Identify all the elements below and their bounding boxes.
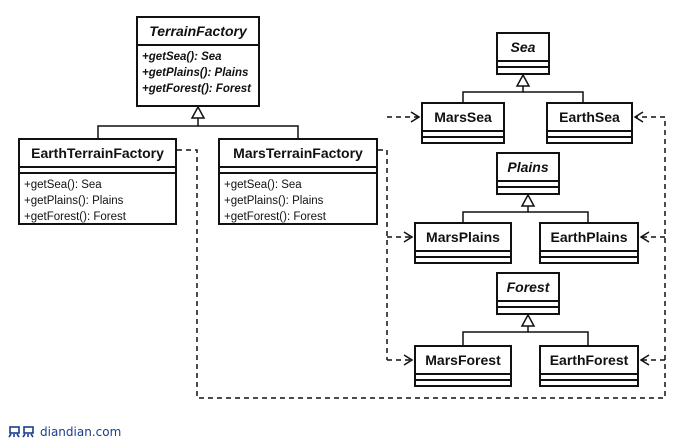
operation: +getSea(): Sea	[142, 51, 222, 63]
class-name: EarthTerrainFactory	[31, 145, 164, 161]
operation: +getSea(): Sea	[24, 179, 102, 191]
class-mars-sea: MarsSea	[421, 102, 505, 144]
class-earth-sea: EarthSea	[546, 102, 633, 144]
operations-compartment	[498, 186, 558, 188]
operations-compartment	[498, 306, 558, 308]
operation: +getPlains(): Plains	[24, 195, 124, 207]
class-terrain-factory: TerrainFactory +getSea(): Sea +getPlains…	[136, 16, 260, 107]
generalization-mars-forest	[462, 323, 529, 345]
class-name: MarsSea	[434, 109, 492, 125]
operations-compartment	[548, 136, 631, 138]
generalization-earth-factory	[97, 115, 199, 138]
attributes-compartment	[498, 60, 548, 66]
inheritance-arrowhead	[520, 193, 536, 207]
operations-compartment: +getSea(): Sea +getPlains(): Plains +get…	[220, 172, 376, 227]
inheritance-arrowhead	[515, 73, 531, 87]
attributes-compartment	[541, 373, 637, 379]
operation: +getPlains(): Plains	[224, 195, 324, 207]
inheritance-arrowhead	[520, 313, 536, 327]
generalization-earth-sea	[523, 91, 584, 102]
open-arrowhead	[639, 354, 650, 366]
operation: +getSea(): Sea	[224, 179, 302, 191]
dependency-mars-factory-trunk	[378, 149, 388, 360]
class-name: Sea	[510, 39, 536, 55]
open-arrowhead	[410, 111, 421, 123]
operation: +getForest(): Forest	[224, 211, 326, 223]
operations-compartment	[423, 136, 503, 138]
class-name: MarsTerrainFactory	[233, 145, 363, 161]
class-forest: Forest	[496, 272, 560, 315]
attributes-compartment	[498, 300, 558, 306]
class-name: MarsForest	[425, 352, 501, 368]
inheritance-arrowhead	[190, 105, 206, 119]
operations-compartment	[416, 379, 510, 381]
class-name: EarthSea	[559, 109, 620, 125]
open-arrowhead	[403, 231, 414, 243]
open-arrowhead	[639, 231, 650, 243]
operations-compartment: +getSea(): Sea +getPlains(): Plains +get…	[20, 172, 175, 227]
class-earth-plains: EarthPlains	[539, 222, 639, 264]
operations-compartment	[416, 256, 510, 258]
class-name: EarthPlains	[550, 229, 628, 245]
watermark-text: diandian.com	[40, 425, 122, 439]
attributes-compartment	[416, 250, 510, 256]
operation: +getPlains(): Plains	[142, 67, 249, 79]
generalization-mars-plains	[462, 203, 529, 222]
class-earth-forest: EarthForest	[539, 345, 639, 387]
open-arrowhead	[403, 354, 414, 366]
generalization-mars-sea	[462, 83, 524, 102]
attributes-compartment	[541, 250, 637, 256]
class-name: EarthForest	[549, 352, 629, 368]
class-name: MarsPlains	[426, 229, 500, 245]
operations-compartment: +getSea(): Sea +getPlains(): Plains +get…	[138, 44, 258, 99]
operations-compartment	[541, 256, 637, 258]
open-arrowhead	[633, 111, 644, 123]
attributes-compartment	[423, 130, 503, 136]
class-name: TerrainFactory	[149, 23, 247, 39]
watermark: diandian.com	[8, 425, 121, 439]
generalization-earth-forest	[528, 331, 589, 345]
attributes-compartment	[220, 166, 376, 172]
class-name: Forest	[506, 279, 550, 295]
generalization-earth-plains	[528, 211, 589, 222]
class-mars-plains: MarsPlains	[414, 222, 512, 264]
class-sea: Sea	[496, 32, 550, 75]
class-plains: Plains	[496, 152, 560, 195]
operation: +getForest(): Forest	[24, 211, 126, 223]
class-name: Plains	[507, 159, 549, 175]
class-mars-forest: MarsForest	[414, 345, 512, 387]
attributes-compartment	[548, 130, 631, 136]
attributes-compartment	[498, 180, 558, 186]
attributes-compartment	[20, 166, 175, 172]
class-mars-terrain-factory: MarsTerrainFactory +getSea(): Sea +getPl…	[218, 138, 378, 225]
operation: +getForest(): Forest	[142, 83, 251, 95]
attributes-compartment	[416, 373, 510, 379]
operations-compartment	[541, 379, 637, 381]
watermark-logo-icon	[8, 426, 34, 438]
class-earth-terrain-factory: EarthTerrainFactory +getSea(): Sea +getP…	[18, 138, 177, 225]
generalization-mars-factory	[198, 125, 299, 138]
operations-compartment	[498, 66, 548, 68]
dependency-earth-factory-route	[177, 117, 666, 399]
